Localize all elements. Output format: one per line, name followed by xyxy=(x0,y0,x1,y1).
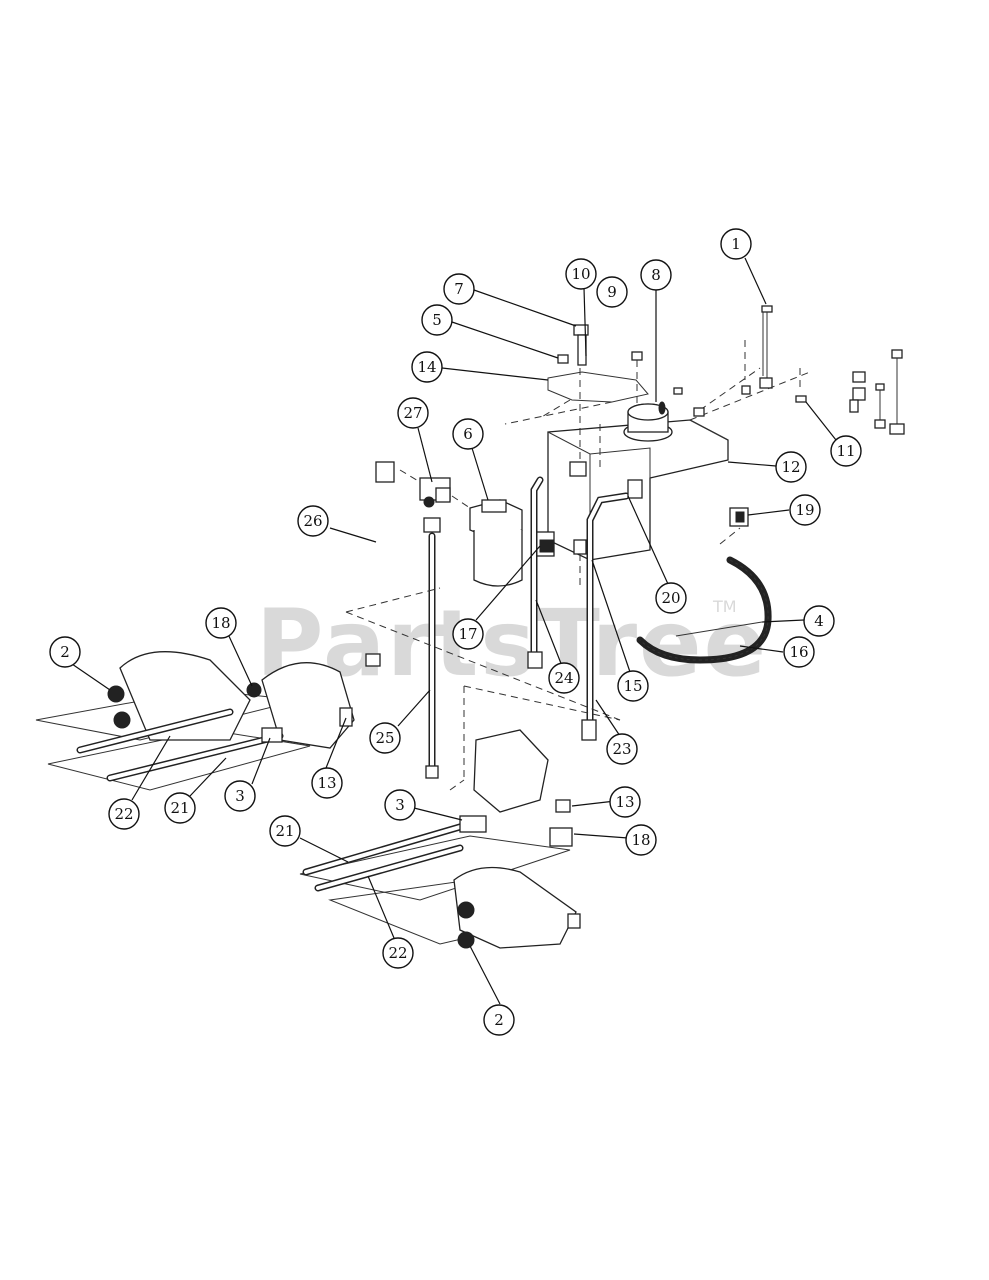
svg-text:22: 22 xyxy=(114,805,133,823)
svg-text:20: 20 xyxy=(661,589,680,607)
callout-23: 23 xyxy=(606,733,638,765)
callout-11: 11 xyxy=(830,435,862,467)
svg-text:13: 13 xyxy=(615,793,634,811)
callout-3b: 3 xyxy=(384,789,416,821)
svg-text:13: 13 xyxy=(317,774,336,792)
callout-1: 1 xyxy=(720,228,752,260)
svg-text:16: 16 xyxy=(789,643,808,661)
svg-text:1: 1 xyxy=(731,235,741,253)
svg-text:2: 2 xyxy=(494,1011,504,1029)
svg-text:6: 6 xyxy=(463,425,473,443)
hydraulic-filter xyxy=(469,499,523,587)
callout-15: 15 xyxy=(617,670,649,702)
callout-19: 19 xyxy=(789,494,821,526)
left-hydrostatic-pump xyxy=(35,651,381,791)
svg-text:3: 3 xyxy=(235,787,245,805)
tank-cap xyxy=(623,401,673,442)
svg-text:25: 25 xyxy=(375,729,394,747)
callout-9: 9 xyxy=(596,276,628,308)
callout-22b: 22 xyxy=(382,937,414,969)
callout-3a: 3 xyxy=(224,780,256,812)
bolt-hardware xyxy=(673,305,905,435)
svg-text:10: 10 xyxy=(571,265,590,283)
svg-text:17: 17 xyxy=(458,625,477,643)
svg-text:11: 11 xyxy=(836,442,855,460)
svg-text:14: 14 xyxy=(417,358,436,376)
cover-plate xyxy=(504,371,649,425)
svg-text:15: 15 xyxy=(623,677,642,695)
svg-text:18: 18 xyxy=(631,831,650,849)
callout-20: 20 xyxy=(655,582,687,614)
svg-text:3: 3 xyxy=(395,796,405,814)
svg-text:7: 7 xyxy=(454,280,464,298)
svg-text:21: 21 xyxy=(170,799,189,817)
callout-7: 7 xyxy=(443,273,475,305)
callout-26: 26 xyxy=(297,505,329,537)
svg-text:5: 5 xyxy=(432,311,442,329)
callout-10: 10 xyxy=(565,258,597,290)
callout-21a: 21 xyxy=(164,792,196,824)
callout-12: 12 xyxy=(775,451,807,483)
svg-text:21: 21 xyxy=(275,822,294,840)
callout-14: 14 xyxy=(411,351,443,383)
callout-27: 27 xyxy=(397,397,429,429)
svg-text:22: 22 xyxy=(388,944,407,962)
callout-16: 16 xyxy=(783,636,815,668)
callout-6: 6 xyxy=(452,418,484,450)
callout-2a: 2 xyxy=(49,636,81,668)
svg-text:18: 18 xyxy=(211,614,230,632)
callout-5: 5 xyxy=(421,304,453,336)
svg-text:27: 27 xyxy=(403,404,422,422)
callout-13a: 13 xyxy=(311,767,343,799)
callout-17: 17 xyxy=(452,618,484,650)
svg-text:19: 19 xyxy=(795,501,814,519)
callout-18b: 18 xyxy=(625,824,657,856)
callout-2b: 2 xyxy=(483,1004,515,1036)
svg-text:24: 24 xyxy=(554,669,573,687)
assembly-guide-lines xyxy=(345,587,621,791)
svg-text:23: 23 xyxy=(612,740,631,758)
svg-text:26: 26 xyxy=(303,512,322,530)
callout-24: 24 xyxy=(548,662,580,694)
callout-22a: 22 xyxy=(108,798,140,830)
suction-hose xyxy=(636,507,772,664)
callout-18a: 18 xyxy=(205,607,237,639)
svg-text:2: 2 xyxy=(60,643,70,661)
callout-4: 4 xyxy=(803,605,835,637)
vertical-hoses xyxy=(425,476,643,779)
callout-8: 8 xyxy=(640,259,672,291)
watermark-tm: TM xyxy=(712,597,737,616)
callout-21b: 21 xyxy=(269,815,301,847)
right-hydrostatic-pump xyxy=(299,729,581,949)
svg-text:4: 4 xyxy=(814,612,824,630)
callout-25: 25 xyxy=(369,722,401,754)
leader-lines xyxy=(71,257,837,1005)
callout-13b: 13 xyxy=(609,786,641,818)
svg-text:9: 9 xyxy=(607,283,617,301)
svg-text:12: 12 xyxy=(781,458,800,476)
svg-text:8: 8 xyxy=(651,266,661,284)
elbow-fitting-top xyxy=(375,461,471,533)
